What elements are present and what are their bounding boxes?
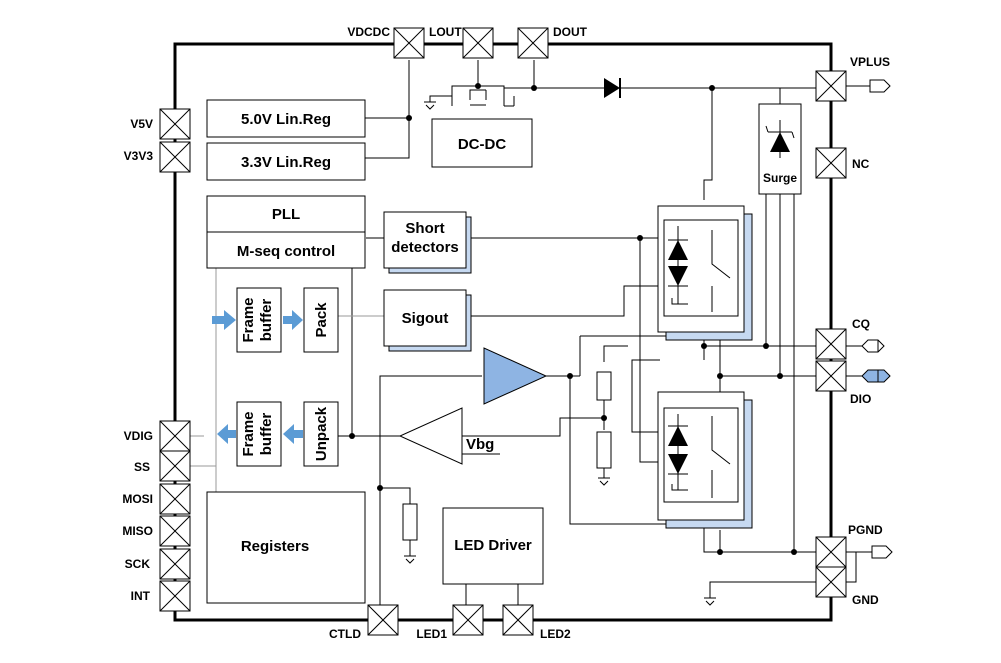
pin-label-vdcdc: VDCDC <box>347 25 390 39</box>
pin-dout <box>517 27 549 59</box>
lin-reg-5v-label: 5.0V Lin.Reg <box>241 111 331 128</box>
resistor-2 <box>596 431 612 469</box>
block-pll-mseq: PLL M-seq control <box>206 195 366 269</box>
sigout-label: Sigout <box>402 310 449 327</box>
block-lin-reg-5v: 5.0V Lin.Reg <box>206 99 366 138</box>
vplus-port-icon <box>869 79 891 93</box>
pin-label-pgnd: PGND <box>848 523 883 537</box>
pin-dio <box>815 360 847 392</box>
pin-label-gnd: GND <box>852 593 879 607</box>
pin-label-lout: LOUT <box>429 25 462 39</box>
vbg-comparator-triangle <box>398 407 463 465</box>
pin-label-led2: LED2 <box>540 627 571 641</box>
frame-buffer-rx-label-1: Frame <box>240 411 257 456</box>
block-lin-reg-3v3: 3.3V Lin.Reg <box>206 142 366 181</box>
block-short-detectors: Short detectors <box>383 211 472 274</box>
frame-buffer-tx-label-2: buffer <box>258 299 275 342</box>
pin-cq <box>815 328 847 360</box>
pin-label-ss: SS <box>134 460 150 474</box>
pgnd-port-icon <box>871 545 893 559</box>
resistor-3 <box>402 503 418 541</box>
dc-dc-label: DC-DC <box>458 136 506 153</box>
pin-label-vdig: VDIG <box>124 429 153 443</box>
block-dc-dc: DC-DC <box>431 118 533 168</box>
block-frame-buffer-tx: Frame buffer <box>236 287 282 353</box>
pin-ss <box>159 450 191 482</box>
mseq-label: M-seq control <box>237 243 335 260</box>
block-unpack: Unpack <box>303 401 339 467</box>
vbg-label: Vbg <box>466 436 494 453</box>
cq-port-icon <box>861 339 885 353</box>
short-detectors-label-1: Short <box>405 220 444 237</box>
led-driver-label: LED Driver <box>454 537 532 554</box>
pin-label-nc: NC <box>852 157 870 171</box>
junction-dots <box>349 83 797 555</box>
pin-ctld <box>367 604 399 636</box>
block-registers: Registers <box>206 491 366 604</box>
resistor-1 <box>596 371 612 401</box>
pll-label: PLL <box>272 206 300 223</box>
lin-reg-3v3-label: 3.3V Lin.Reg <box>241 154 331 171</box>
pin-v5v <box>159 108 191 140</box>
block-pack: Pack <box>303 287 339 353</box>
pin-lout <box>462 27 494 59</box>
block-sigout: Sigout <box>383 289 472 352</box>
pin-sck <box>159 548 191 580</box>
data-flow-arrows <box>212 310 303 444</box>
pin-label-int: INT <box>131 589 151 603</box>
block-surge: Surge <box>758 103 802 195</box>
unpack-label: Unpack <box>313 406 330 461</box>
pack-label: Pack <box>313 302 330 338</box>
pin-pgnd <box>815 536 847 568</box>
arrow-left-icon <box>283 424 303 444</box>
pin-vdcdc <box>393 27 425 59</box>
amplifier-triangle <box>483 347 548 405</box>
pin-label-led1: LED1 <box>416 627 447 641</box>
pin-label-sck: SCK <box>125 557 151 571</box>
pin-label-dout: DOUT <box>553 25 588 39</box>
pin-vplus <box>815 70 847 102</box>
frame-buffer-tx-label-1: Frame <box>240 297 257 342</box>
short-detectors-label-2: detectors <box>391 239 459 256</box>
pin-mosi <box>159 483 191 515</box>
pin-label-v5v: V5V <box>130 117 153 131</box>
output-switch-top <box>657 205 753 341</box>
pin-label-mosi: MOSI <box>122 492 153 506</box>
pin-label-vplus: VPLUS <box>850 55 890 69</box>
pin-gnd <box>815 566 847 598</box>
pin-label-miso: MISO <box>122 524 153 538</box>
dio-port-icon <box>861 369 891 383</box>
frame-buffer-rx-label-2: buffer <box>258 413 275 456</box>
pin-led1 <box>452 604 484 636</box>
arrow-left-icon <box>217 424 236 444</box>
block-frame-buffer-rx: Frame buffer <box>236 401 282 467</box>
pin-label-ctld: CTLD <box>329 627 361 641</box>
pin-led2 <box>502 604 534 636</box>
output-switch-bottom <box>657 391 753 529</box>
block-led-driver: LED Driver <box>442 507 544 585</box>
pin-int <box>159 580 191 612</box>
pin-label-dio: DIO <box>850 392 871 406</box>
arrow-right-icon <box>283 310 303 330</box>
pin-vdig <box>159 420 191 452</box>
pin-label-cq: CQ <box>852 317 870 331</box>
registers-label: Registers <box>241 538 309 555</box>
pin-label-v3v3: V3V3 <box>124 149 154 163</box>
arrow-right-icon <box>212 310 236 330</box>
pin-v3v3 <box>159 141 191 173</box>
surge-label: Surge <box>763 171 797 185</box>
supply-diode <box>604 78 621 98</box>
pin-nc <box>815 147 847 179</box>
pin-miso <box>159 515 191 547</box>
